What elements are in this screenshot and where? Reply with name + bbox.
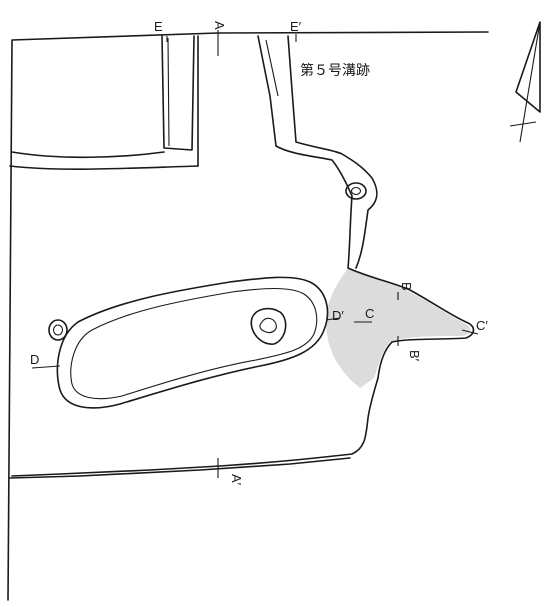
left-trench-arm <box>161 35 195 151</box>
small-pit-left <box>48 319 68 341</box>
excavation-boundary <box>7 31 489 601</box>
inner-pit-ring <box>250 307 287 345</box>
right-trench-inner-thin <box>265 39 279 97</box>
label-b-prime: B′ <box>407 350 422 362</box>
label-a: A <box>212 21 227 30</box>
right-trench-outer <box>11 35 475 477</box>
trench-bottom-line <box>9 457 351 479</box>
elongated-pit-outer <box>56 276 329 409</box>
label-c-prime: C′ <box>476 318 488 333</box>
feature-label: 第５号溝跡 <box>300 62 370 79</box>
shaded-pit-area <box>326 268 471 388</box>
label-e: E <box>154 19 163 34</box>
small-pit-left-inner <box>52 324 64 336</box>
small-pit-top-inner <box>350 186 362 196</box>
small-pit-top <box>345 182 367 200</box>
label-e-prime: E′ <box>290 19 302 34</box>
north-arrow-icon <box>509 21 541 143</box>
label-d: D <box>30 352 39 367</box>
section-line-d-prime <box>325 317 341 321</box>
elongated-pit-inner <box>70 288 318 400</box>
left-trench-bottom-edge <box>9 165 199 170</box>
label-d-prime: D′ <box>332 308 344 323</box>
section-line-c-prime <box>461 329 479 335</box>
top-left-block-bottom <box>11 151 165 159</box>
right-trench-inner <box>287 35 378 269</box>
label-c: C <box>365 306 374 321</box>
section-line-d <box>31 365 61 369</box>
label-b: B <box>399 282 414 291</box>
label-a-prime: A′ <box>229 474 244 486</box>
inner-pit-core <box>259 317 277 334</box>
left-trench-arm-inner <box>167 37 170 147</box>
